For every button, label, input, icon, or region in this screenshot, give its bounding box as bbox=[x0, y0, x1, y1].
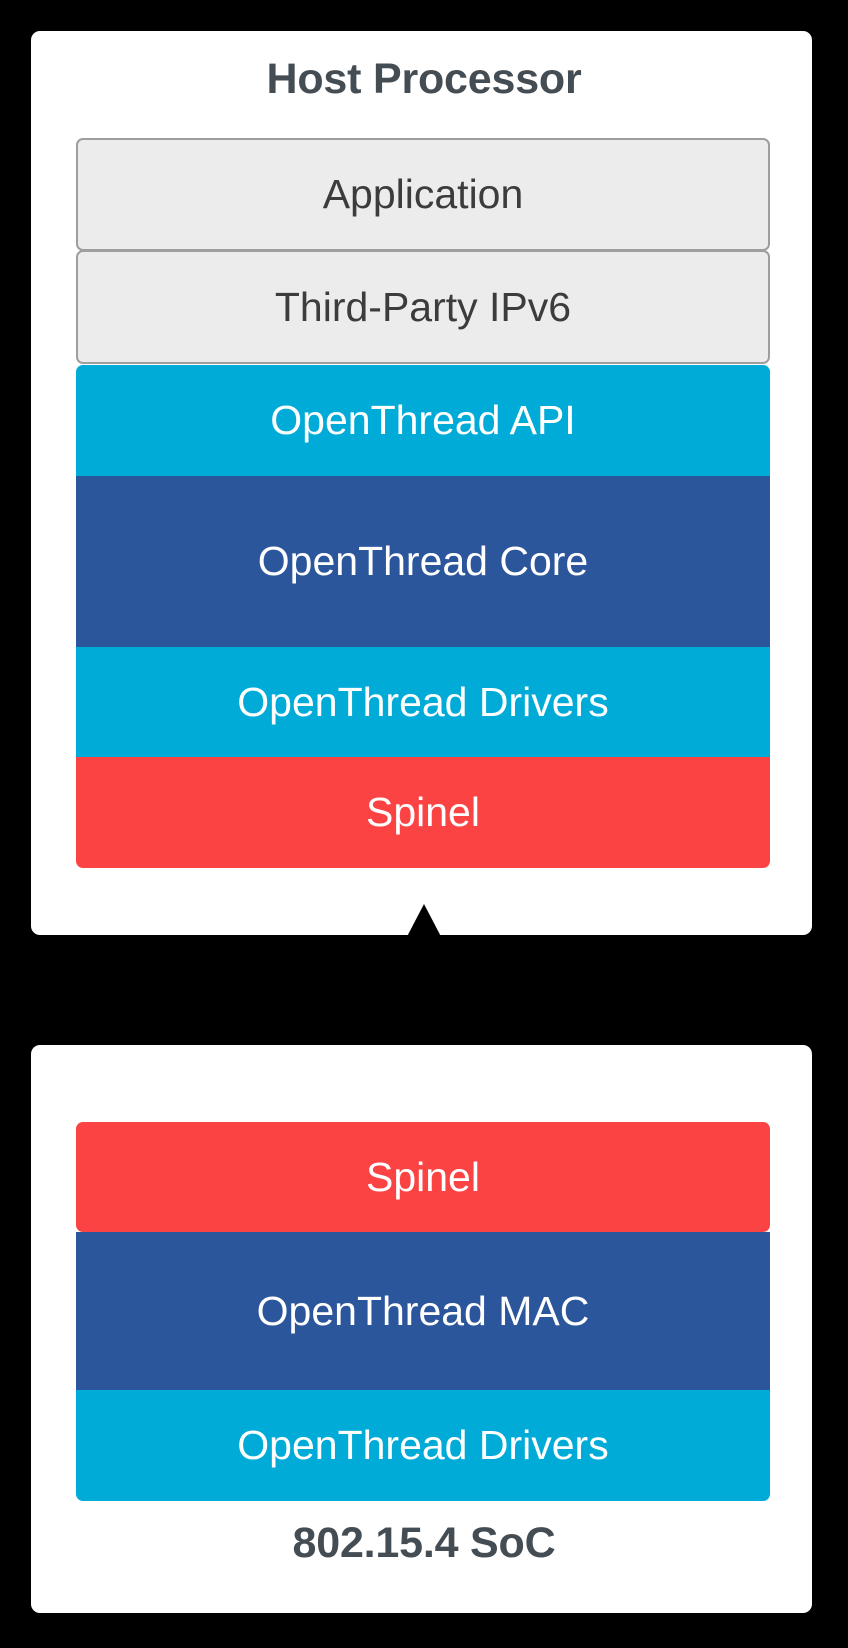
layer-spinel-host-label: Spinel bbox=[366, 789, 480, 835]
layer-spinel-soc: Spinel bbox=[76, 1122, 770, 1232]
spinel-link-arrow bbox=[400, 904, 448, 1064]
layer-openthread-core: OpenThread Core bbox=[76, 476, 770, 647]
layer-openthread-drivers-host-label: OpenThread Drivers bbox=[237, 678, 609, 725]
host-processor-title: Host Processor bbox=[266, 55, 582, 103]
layer-application: Application bbox=[76, 138, 770, 251]
layer-openthread-api-label: OpenThread API bbox=[270, 397, 576, 443]
soc-title: 802.15.4 SoC bbox=[292, 1519, 556, 1567]
layer-third-party-ipv6-label: Third-Party IPv6 bbox=[274, 283, 572, 330]
layer-spinel-soc-label: Spinel bbox=[366, 1153, 480, 1200]
layer-openthread-api: OpenThread API bbox=[76, 365, 770, 476]
layer-openthread-drivers-soc: OpenThread Drivers bbox=[76, 1390, 770, 1501]
layer-openthread-core-label: OpenThread Core bbox=[257, 538, 589, 584]
layer-application-label: Application bbox=[322, 171, 524, 217]
layer-spinel-host: Spinel bbox=[76, 757, 770, 868]
layer-openthread-mac-label: OpenThread MAC bbox=[256, 1287, 590, 1334]
layer-openthread-drivers-soc-label: OpenThread Drivers bbox=[237, 1422, 609, 1468]
layer-openthread-mac: OpenThread MAC bbox=[76, 1232, 770, 1390]
layer-openthread-drivers-host: OpenThread Drivers bbox=[76, 647, 770, 757]
layer-third-party-ipv6: Third-Party IPv6 bbox=[76, 250, 770, 364]
